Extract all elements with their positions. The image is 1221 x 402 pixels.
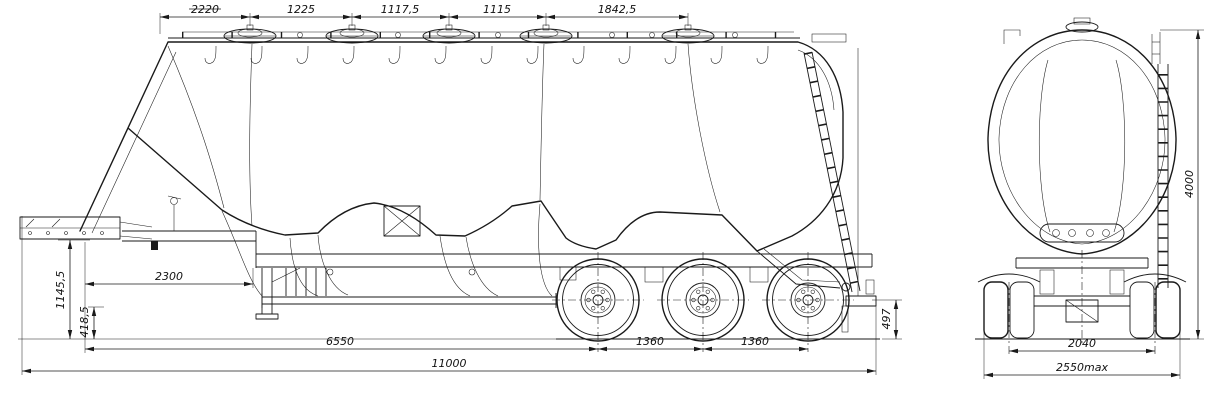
landing-gear	[255, 267, 301, 320]
rear-top-platform	[811, 33, 847, 43]
tail-lamp	[865, 279, 875, 295]
dim-6550: 6550	[85, 335, 598, 352]
dim-1117-5-label: 1117,5	[381, 3, 420, 16]
manhole-cover	[422, 24, 476, 44]
dim-4000: 4000	[1160, 29, 1204, 340]
rear-view: 4000 2040 2550max	[975, 17, 1204, 379]
dim-1360-a-label: 1360	[636, 335, 664, 348]
dim-2300: 2300	[84, 242, 254, 353]
dim-2550max-label: 2550max	[1056, 361, 1108, 374]
rear-wheels	[983, 250, 1181, 355]
dim-2040: 2040	[1009, 337, 1155, 354]
tank-seams	[167, 43, 835, 227]
rear-ladder	[803, 33, 877, 333]
rear-lamp	[1052, 229, 1060, 237]
mudguard-right	[1123, 273, 1187, 283]
rear-bumper	[845, 295, 877, 307]
dim-4000-label: 4000	[1183, 170, 1196, 198]
dim-11000-label: 11000	[432, 357, 467, 370]
rear-lamp	[1102, 229, 1110, 237]
dim-1360-a: 1360	[598, 335, 703, 352]
dim-2220-label: 2220	[191, 3, 219, 16]
top-hatch-dome	[1065, 21, 1099, 33]
manhole-cover	[325, 24, 379, 44]
dim-2550max: 2550max	[983, 330, 1181, 379]
tank-shell-rear	[987, 29, 1177, 255]
front-slope-inner	[91, 51, 177, 234]
air-valve	[170, 197, 178, 205]
discharge-piping	[221, 203, 557, 308]
top-right-railing	[1151, 32, 1161, 64]
dim-1115-label: 1115	[483, 3, 511, 16]
dimensions-rear: 4000 2040 2550max	[983, 29, 1204, 379]
tank-body	[79, 41, 844, 252]
dim-497-label: 497	[880, 309, 893, 330]
chassis-rail	[256, 253, 873, 268]
kingpin	[151, 241, 158, 250]
dim-1842-5: 1842,5	[546, 3, 688, 20]
dim-418-5-label: 418,5	[78, 306, 91, 338]
valve-box	[383, 205, 421, 237]
mudguard-left	[977, 273, 1041, 283]
side-view: 2220 1225 1117,5 1115 1842,5	[18, 3, 902, 375]
top-left-bracket	[1003, 29, 1021, 44]
rear-lamp	[1086, 229, 1094, 237]
dim-497: 497	[872, 299, 902, 340]
dim-2220: 2220	[160, 3, 250, 20]
dim-1360-b-label: 1360	[741, 335, 769, 348]
rear-discharge-pipe	[756, 248, 851, 292]
manhole-covers	[223, 24, 738, 44]
rear-lamp	[1068, 229, 1076, 237]
tank-shell-inner	[998, 39, 1166, 245]
dim-1117-5: 1117,5	[352, 3, 449, 20]
top-walkway	[168, 31, 800, 39]
dim-1115: 1115	[449, 3, 546, 20]
tire	[1129, 281, 1155, 339]
suspension	[559, 266, 769, 283]
head-weld-left	[1038, 59, 1051, 233]
mud-flap	[841, 305, 849, 333]
tire	[983, 281, 1009, 339]
dim-2040-label: 2040	[1068, 337, 1096, 350]
hose-hangers	[204, 45, 769, 64]
tire	[1009, 281, 1035, 339]
head-weld-right	[1113, 59, 1126, 233]
dim-1145-5: 1145,5	[54, 239, 90, 339]
rear-access-ladder	[1157, 64, 1169, 288]
manhole-cover	[661, 24, 715, 44]
top-hatch-cap	[1073, 17, 1091, 25]
dim-1360-b: 1360	[703, 335, 808, 352]
dim-1842-5-label: 1842,5	[598, 3, 637, 16]
dim-11000: 11000	[21, 216, 877, 375]
dim-1225-label: 1225	[287, 3, 315, 16]
dim-2300-label: 2300	[155, 270, 183, 283]
dim-418-5: 418,5	[78, 306, 104, 339]
ladder-rungs	[804, 51, 860, 293]
dim-6550-label: 6550	[326, 335, 354, 348]
tire	[1155, 281, 1181, 339]
gooseneck-frame	[122, 195, 257, 268]
front-plate	[19, 216, 153, 240]
dimensions-side: 2220 1225 1117,5 1115 1842,5	[21, 3, 902, 375]
dim-1225: 1225	[250, 3, 352, 20]
rear-lamp-bar	[1039, 223, 1125, 243]
dim-1145-5-label: 1145,5	[54, 271, 67, 310]
